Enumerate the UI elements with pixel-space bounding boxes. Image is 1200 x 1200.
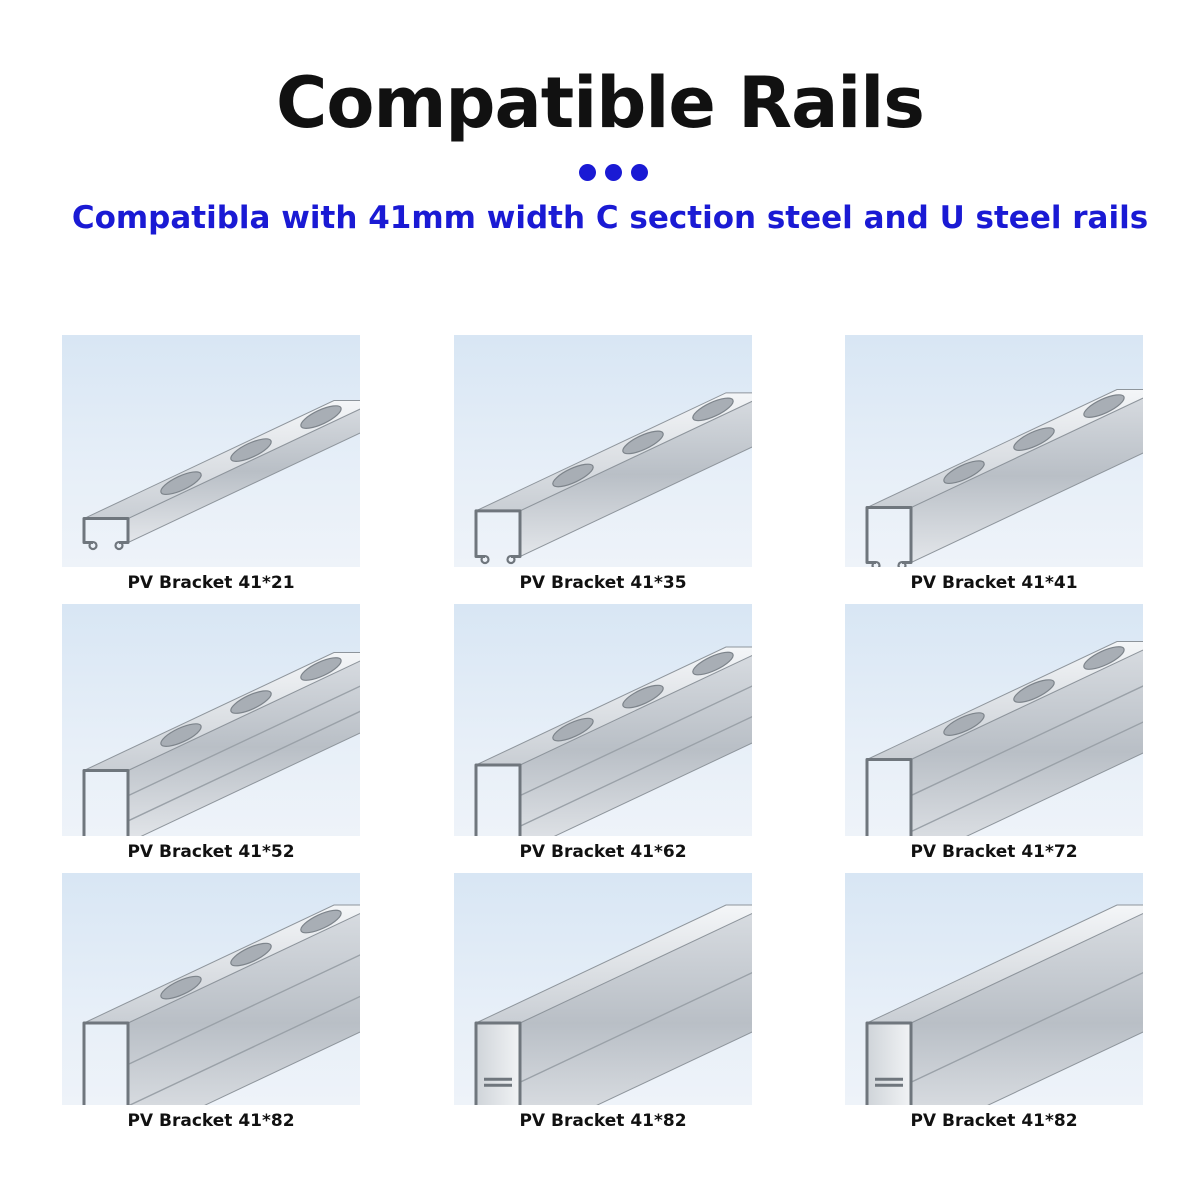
rail-image (62, 873, 360, 1105)
rail-drawing (82, 904, 360, 1105)
product-label: PV Bracket 41*62 (519, 842, 687, 862)
rail-drawing (474, 904, 752, 1105)
product-label: PV Bracket 41*41 (910, 573, 1078, 593)
rail-shape (82, 652, 360, 836)
page-subtitle: Compatibla with 41mm width C section ste… (71, 200, 1149, 236)
rail-drawing (865, 641, 1143, 836)
rail-image (62, 604, 360, 836)
rail-image (845, 335, 1143, 567)
rail-shape (82, 904, 360, 1105)
rail-shape (865, 641, 1143, 836)
rail-image (454, 604, 752, 836)
rail-drawing (82, 400, 360, 551)
dot-icon (605, 164, 622, 181)
rail-shape (474, 392, 752, 565)
rail-drawing (474, 646, 752, 836)
decorative-dots (579, 164, 651, 184)
page-title: Compatible Rails (276, 62, 925, 144)
rail-shape (865, 904, 1143, 1105)
rail-drawing (82, 652, 360, 836)
rail-drawing (865, 904, 1143, 1105)
product-label: PV Bracket 41*52 (127, 842, 295, 862)
rail-image (62, 335, 360, 567)
rail-image (845, 604, 1143, 836)
product-label: PV Bracket 41*82 (127, 1111, 295, 1131)
dot-icon (631, 164, 648, 181)
product-label: PV Bracket 41*82 (910, 1111, 1078, 1131)
rail-shape (82, 400, 360, 551)
rail-drawing (474, 392, 752, 565)
product-label: PV Bracket 41*82 (519, 1111, 687, 1131)
product-label: PV Bracket 41*72 (910, 842, 1078, 862)
dot-icon (579, 164, 596, 181)
rail-image (454, 873, 752, 1105)
rail-drawing (865, 389, 1143, 567)
rail-shape (474, 646, 752, 836)
product-label: PV Bracket 41*35 (519, 573, 687, 593)
rail-image (845, 873, 1143, 1105)
rail-shape (474, 904, 752, 1105)
rail-image (454, 335, 752, 567)
rail-shape (865, 389, 1143, 567)
product-label: PV Bracket 41*21 (127, 573, 295, 593)
